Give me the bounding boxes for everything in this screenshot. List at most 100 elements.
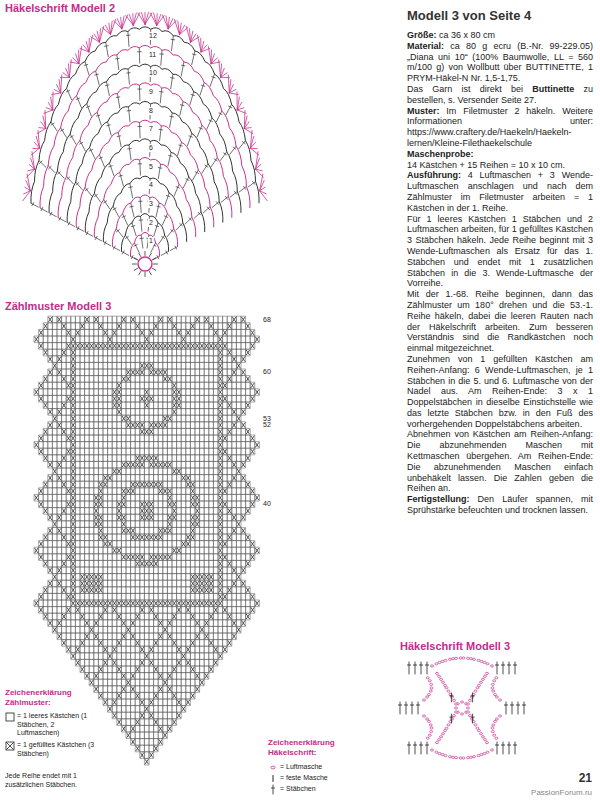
treble-stitch: [175, 246, 177, 249]
treble-stitch: [95, 74, 99, 76]
shell-stitch: [191, 31, 193, 42]
treble-stitch: [95, 236, 97, 239]
chain-stitch: [477, 755, 480, 757]
shell-stitch: [260, 191, 267, 194]
treble-stitch: [192, 54, 196, 56]
chain-stitch: [480, 754, 483, 756]
treble-stitch: [212, 77, 215, 78]
chain-stitch: [453, 715, 456, 717]
shell-stitch: [142, 13, 146, 25]
treble-stitch: [253, 181, 255, 184]
treble-stitch: [139, 253, 141, 256]
chain-stitch: [423, 715, 426, 717]
chain-stitch: [486, 742, 489, 744]
treble-symbol: [513, 665, 516, 666]
chain-stitch: [470, 756, 473, 758]
treble-stitch: [166, 251, 168, 254]
figure-heading: Häkelschrift Modell 2: [5, 2, 115, 15]
treble-stitch: [128, 148, 132, 150]
treble-stitch: [139, 160, 141, 175]
treble-symbol: [404, 705, 407, 706]
treble-symbol: [398, 705, 401, 706]
chain-stitch: [474, 690, 477, 692]
treble-stitch: [160, 53, 164, 54]
chain-stitch: [482, 678, 485, 680]
treble-stitch: [116, 58, 120, 60]
chain-stitch: [494, 694, 497, 696]
chain-stitch: [444, 659, 447, 661]
treble-symbol: [522, 705, 525, 706]
shell-stitch: [91, 37, 100, 42]
chain-stitch: [428, 694, 431, 696]
chain-stitch: [494, 720, 497, 722]
treble-stitch: [171, 74, 173, 89]
treble-stitch: [216, 202, 218, 205]
motif-stitch-diagram: [398, 657, 525, 759]
chain-stitch: [467, 757, 470, 759]
treble-stitch: [159, 129, 163, 130]
chain-stitch: [480, 660, 483, 662]
treble-symbol: [451, 714, 452, 723]
treble-symbol: [524, 702, 525, 714]
term: Fertigstellung:: [407, 494, 470, 504]
chain-stitch: [495, 696, 498, 698]
treble-stitch: [61, 128, 67, 138]
shell-stitch: [41, 122, 46, 129]
term: Ausführung:: [407, 170, 461, 180]
row-number: 5: [148, 163, 154, 171]
treble-stitch: [40, 208, 47, 212]
treble-stitch: [66, 91, 69, 93]
treble-stitch: [207, 118, 212, 129]
chain-stitch: [455, 707, 458, 709]
chain-stitch: [491, 687, 494, 689]
chain-stitch: [452, 658, 455, 660]
chain-stitch: [428, 734, 431, 736]
chain-row: [40, 45, 250, 208]
treble-symbol: [415, 742, 416, 754]
body-text: 14 Kästchen + 15 Reihen = 10 x 10 cm.: [407, 160, 565, 170]
shell-stitch: [219, 60, 221, 78]
shell-stitch: [25, 187, 31, 191]
chain-stitch: [442, 681, 445, 683]
treble-stitch: [50, 212, 52, 215]
chain-stitch: [430, 687, 433, 689]
chain-stitch: [441, 754, 444, 756]
legend-text: = Luftmasche: [280, 763, 322, 772]
shell-stitch: [105, 25, 110, 34]
treble-stitch: [161, 50, 162, 65]
shell-stitch: [260, 174, 263, 191]
treble-symbol: [471, 695, 474, 696]
chain-stitch: [426, 718, 429, 720]
treble-stitch: [201, 85, 204, 86]
chain-stitch: [482, 736, 485, 738]
treble-stitch: [149, 271, 151, 274]
chain-stitch: [445, 727, 448, 729]
treble-stitch: [189, 218, 192, 221]
chain-stitch: [431, 665, 434, 667]
treble-stitch: [104, 241, 106, 244]
treble-stitch: [193, 170, 199, 180]
treble-stitch: [176, 187, 179, 188]
treble-stitch: [152, 268, 155, 270]
treble-symbol: [512, 702, 513, 714]
treble-stitch: [117, 230, 120, 232]
chain-stitch: [491, 665, 494, 667]
chain-stitch: [495, 737, 498, 739]
treble-stitch: [97, 112, 101, 125]
shell-stitch: [256, 152, 259, 169]
shell-stitch: [250, 148, 257, 150]
treble-stitch: [113, 206, 119, 216]
row-number: 7: [148, 125, 154, 133]
treble-stitch: [157, 256, 159, 259]
shell-stitch: [122, 16, 124, 29]
treble-symbol: [450, 695, 453, 696]
treble-stitch: [198, 212, 200, 215]
treble-stitch: [180, 224, 183, 226]
treble-symbol: [472, 714, 473, 723]
treble-stitch: [180, 102, 183, 116]
chain-stitch: [476, 727, 479, 729]
treble-stitch: [162, 236, 165, 238]
chain-stitch: [461, 701, 464, 703]
treble-stitch: [152, 258, 155, 260]
treble-symbol: [421, 742, 422, 754]
